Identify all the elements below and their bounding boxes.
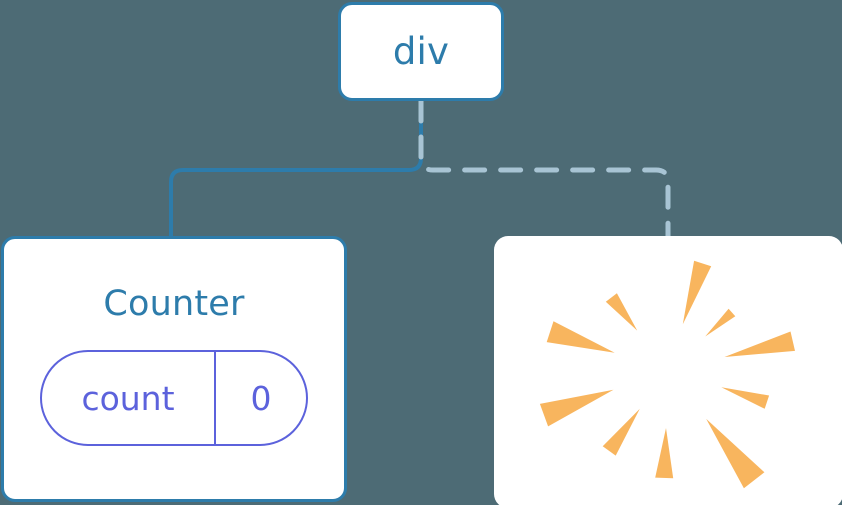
- sparkle-ray-3: [724, 331, 795, 357]
- sparkle-ray-5: [706, 418, 765, 489]
- sparkle-ray-7: [602, 408, 640, 456]
- node-counter-label: Counter: [103, 284, 245, 324]
- node-counter[interactable]: Counter count 0: [1, 236, 347, 502]
- state-pill-value: 0: [214, 352, 306, 444]
- sparkle-ray-2: [705, 308, 736, 337]
- node-div-label: div: [392, 30, 450, 73]
- sparkle-ray-10: [605, 293, 638, 331]
- sparkle-ray-1: [682, 260, 712, 325]
- sparkle-burst-icon: [539, 260, 795, 489]
- state-pill-count[interactable]: count 0: [40, 350, 308, 446]
- sparkle-ray-4: [721, 387, 770, 409]
- sparkle-ray-6: [655, 428, 674, 479]
- edge-root-to-counter: [169, 99, 423, 239]
- sparkle-ray-8: [539, 389, 614, 427]
- node-sparkle[interactable]: [494, 236, 842, 505]
- node-div[interactable]: div: [338, 2, 504, 101]
- edge-root-to-sparkle: [418, 98, 671, 240]
- state-pill-key: count: [81, 378, 175, 418]
- sparkle-ray-9: [546, 321, 615, 353]
